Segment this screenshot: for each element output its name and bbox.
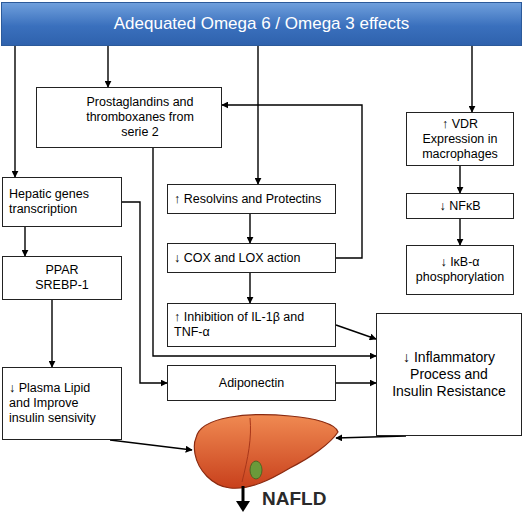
flow-arrow [336, 325, 376, 339]
gallbladder [250, 461, 262, 479]
flow-arrow [51, 300, 52, 367]
flow-arrow [222, 105, 362, 258]
flow-arrow [110, 440, 192, 450]
flow-arrow [459, 166, 460, 193]
liver-lobe-line [242, 418, 251, 482]
process-box: ↑ Inhibition of IL-1β and TNF-α [167, 303, 336, 347]
node-label: ↓ IκB-α phosphorylation [414, 255, 506, 285]
node-label: ↑ VDR Expression in macrophages [410, 117, 510, 162]
process-box: ↓ Plasma Lipid and Improve insulin sensi… [2, 367, 122, 440]
process-box: Adiponectin [167, 365, 336, 401]
flow-arrow [24, 227, 25, 256]
node-label: ↓ Plasma Lipid and Improve insulin sensi… [9, 381, 109, 426]
flow-arrow [336, 382, 376, 383]
node-label: ↓ Inflammatory Process and Insulin Resis… [389, 349, 509, 399]
process-box: PPAR SREBP-1 [2, 256, 122, 300]
flow-arrow [459, 219, 460, 245]
node-label: ↓ NFκB [440, 199, 481, 214]
flow-arrow [14, 46, 15, 177]
liver-outline [194, 415, 338, 489]
process-box: ↓ IκB-α phosphorylation [406, 245, 514, 295]
flow-arrow [336, 436, 406, 438]
process-box: ↑ VDR Expression in macrophages [406, 112, 514, 166]
node-label: NAFLD [262, 488, 326, 511]
decrease-arrow-head [236, 501, 250, 512]
process-box: Hepatic genes transcription [2, 177, 122, 227]
node-label: ↑ Inhibition of IL-1β and TNF-α [174, 310, 324, 340]
node-label: ↓ COX and LOX action [174, 251, 300, 266]
process-box: ↑ Resolvins and Protectins [167, 184, 336, 214]
process-box: ↓ COX and LOX action [167, 243, 336, 273]
node-label: Hepatic genes transcription [9, 187, 99, 217]
node-label: Adequated Omega 6 / Omega 3 effects [114, 14, 409, 34]
flow-arrow [249, 273, 250, 303]
flow-arrow [122, 202, 167, 383]
node-label: Adiponectin [219, 376, 284, 391]
node-label: ↑ Resolvins and Protectins [174, 192, 321, 207]
flow-arrow [153, 148, 376, 356]
process-box: Prostaglandins and thromboxanes from ser… [36, 87, 222, 148]
liver-illustration: NAFLD [190, 408, 340, 514]
title-band: Adequated Omega 6 / Omega 3 effects [1, 2, 522, 46]
flow-arrow [257, 46, 258, 184]
node-label: Prostaglandins and thromboxanes from ser… [75, 95, 205, 140]
flow-arrow [471, 46, 472, 112]
flow-arrow [249, 214, 250, 243]
process-box: ↓ NFκB [406, 193, 514, 219]
flow-arrow [107, 46, 108, 87]
outcome-box: ↓ Inflammatory Process and Insulin Resis… [376, 313, 522, 436]
node-label: PPAR SREBP-1 [32, 263, 92, 293]
